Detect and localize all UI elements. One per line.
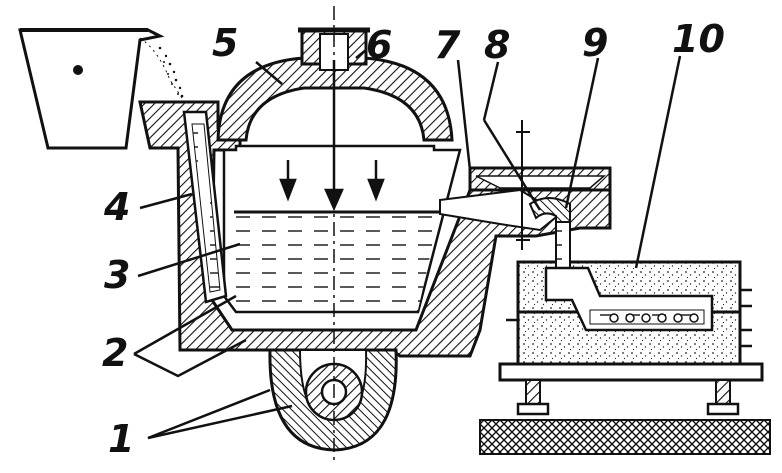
label-5: 5	[212, 21, 238, 65]
leader-lines	[133, 49, 682, 440]
label-9: 9	[582, 21, 608, 65]
label-8: 8	[484, 23, 510, 67]
label-3: 3	[104, 253, 130, 297]
mold-table	[479, 362, 771, 455]
ladle	[18, 28, 188, 150]
label-7: 7	[434, 23, 461, 67]
fill-tube	[182, 110, 228, 304]
label-1: 1	[108, 417, 134, 461]
ladle-pivot	[73, 65, 83, 75]
label-6: 6	[366, 23, 392, 67]
labels: 1 2 3 4 5 6 7 8 9 10	[102, 17, 725, 461]
label-4: 4	[103, 185, 130, 229]
mold	[506, 221, 752, 366]
pressure-arrows	[279, 60, 385, 212]
heater-loop	[268, 348, 398, 452]
floor	[479, 419, 771, 455]
label-2: 2	[102, 331, 128, 375]
pouring-stream	[158, 46, 188, 106]
label-10: 10	[672, 17, 725, 61]
